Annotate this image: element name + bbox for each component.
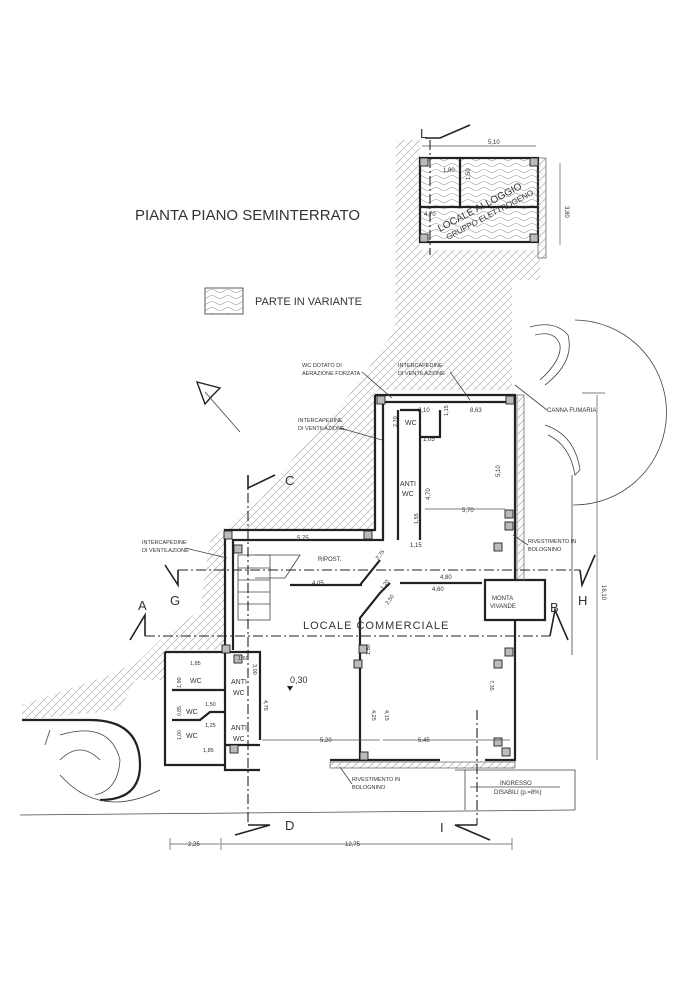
note-intercapedine-mid-1: INTERCAPEDINE (298, 418, 343, 424)
dim: 4,80 (440, 575, 452, 581)
room-label-antiwc-top: WC (402, 491, 414, 498)
dim-annex-inner-1: 1,80 (443, 168, 455, 174)
section-label-g: G (170, 593, 180, 608)
legend-label: PARTE IN VARIANTE (255, 296, 362, 308)
dim: 1,85 (190, 661, 201, 667)
dim-annex-v: 1,50 (466, 168, 472, 180)
dim: 1,15 (410, 543, 422, 549)
section-lines: L C A G B H D I (129, 124, 596, 841)
building-walls (163, 393, 547, 772)
dim: 4,60 (432, 587, 444, 593)
section-label-l: L (420, 126, 427, 141)
annex-room: LOCALE ALLOGGIO GRUPPO ELETTROGENO 5,10 … (418, 140, 569, 259)
dim: 1,90 (177, 677, 183, 688)
annotations: WC DOTATO DI AERAZIONE FORZATA INTERCAPE… (142, 363, 576, 791)
room-label-monta-2: VIVANDE (490, 604, 516, 610)
note-ingresso: INGRESSO (500, 781, 532, 787)
dim: 1,50 (205, 702, 216, 708)
drawing-title: PIANTA PIANO SEMINTERRATO (135, 207, 360, 224)
room-label-wc-top: WC (405, 420, 417, 427)
legend-swatch (204, 287, 244, 315)
dim: 5,70 (462, 508, 474, 514)
dim: 2,25 (188, 842, 200, 848)
note-rivestimento-right-2: BOLOGNINO (528, 547, 562, 553)
earth-hatch (22, 140, 540, 720)
dim: 1,80 (366, 644, 372, 655)
dim: 2,10 (418, 408, 430, 414)
dim: 2,70 (393, 416, 399, 427)
dim: 1,05 (423, 437, 435, 443)
pillars (221, 395, 515, 761)
note-rivestimento-right-1: RIVESTIMENTO IN (528, 539, 576, 545)
room-label-monta-1: MONTA (492, 596, 513, 602)
dim: 5,10 (496, 465, 502, 477)
room-label-anti-1: ANTI (231, 679, 247, 686)
spiral-staircase (22, 718, 161, 803)
note-intercapedine-mid-2: DI VENTILAZIONE (298, 426, 345, 432)
dim: 4,05 (312, 581, 324, 587)
dim: 3,00 (251, 664, 257, 675)
room-label-wc-3: WC (186, 733, 198, 740)
dim: 8,63 (470, 408, 482, 414)
dimension-labels: 2,10 8,63 1,15 1,05 2,70 5,10 4,70 1,55 … (169, 405, 513, 850)
staircase (237, 554, 301, 621)
room-label-locale-commerciale: LOCALE COMMERCIALE (303, 620, 449, 632)
note-wc-aerazione-1: WC DOTATO DI (302, 363, 342, 369)
dim: 1,15 (444, 405, 450, 416)
room-label-wc-1: WC (190, 678, 202, 685)
note-rivestimento-bottom-1: RIVESTIMENTO IN (352, 777, 400, 783)
north-arrow-icon (195, 380, 241, 433)
note-disabili: DISABILI (p.=8%) (494, 790, 542, 796)
dim: 2,75 (375, 549, 386, 561)
note-intercapedine-left-2: DI VENTILAZIONE (142, 548, 189, 554)
dim-annex-depth: 3,80 (563, 206, 569, 218)
dim: 1,85 (203, 748, 214, 754)
dim: 1,55 (414, 513, 420, 524)
exterior-right: 16,10 CANNA FUMARIA INGRESSO DISABILI (p… (19, 319, 667, 816)
note-rivestimento-bottom-2: BOLOGNINO (352, 785, 386, 791)
dim: 1,00 (177, 730, 183, 740)
dim-16-10: 16,10 (600, 585, 606, 601)
dim: 4,25 (370, 710, 376, 721)
level-marker-icon (287, 686, 293, 691)
dim: 4,15 (383, 710, 389, 721)
note-intercapedine-top-1: INTERCAPEDINE (398, 363, 443, 369)
room-label-anti-2: ANTI (231, 725, 247, 732)
dim: 1,60 (238, 656, 249, 662)
section-label-h: H (578, 593, 587, 608)
section-label-d: D (285, 818, 294, 833)
dim: 4,75 (262, 700, 268, 711)
level-quota: 0,30 (290, 675, 308, 685)
section-label-i: I (440, 820, 444, 835)
dim: 4,70 (426, 488, 432, 500)
dim: 5,75 (297, 536, 309, 542)
dim-annex-width: 5,10 (488, 140, 500, 146)
note-intercapedine-top-2: DI VENTILAZIONE (398, 371, 445, 377)
dim: 0,85 (177, 706, 183, 716)
dim: 7,35 (488, 680, 494, 691)
note-wc-aerazione-2: AERAZIONE FORZATA (302, 371, 360, 377)
dim: 5,45 (418, 738, 430, 744)
dim: 1,20 (380, 579, 391, 591)
room-label-antiwc-2: WC (233, 736, 245, 743)
room-label-wc-2: WC (186, 709, 198, 716)
dim: 2,50 (385, 594, 396, 606)
dim: 5,20 (320, 738, 332, 744)
section-label-b: B (550, 600, 559, 615)
note-intercapedine-left-1: INTERCAPEDINE (142, 540, 187, 546)
section-label-c: C (285, 473, 294, 488)
room-labels: LOCALE COMMERCIALE RIPOST. MONTA VIVANDE… (186, 420, 516, 743)
note-canna-fumaria: CANNA FUMARIA (547, 408, 596, 414)
room-label-antiwc-1: WC (233, 690, 245, 697)
room-label-ripost: RIPOST. (318, 557, 342, 563)
dim: 1,25 (205, 723, 216, 729)
room-label-anti-top: ANTI (400, 481, 416, 488)
section-label-a: A (138, 598, 147, 613)
dim: 12,75 (345, 842, 361, 848)
